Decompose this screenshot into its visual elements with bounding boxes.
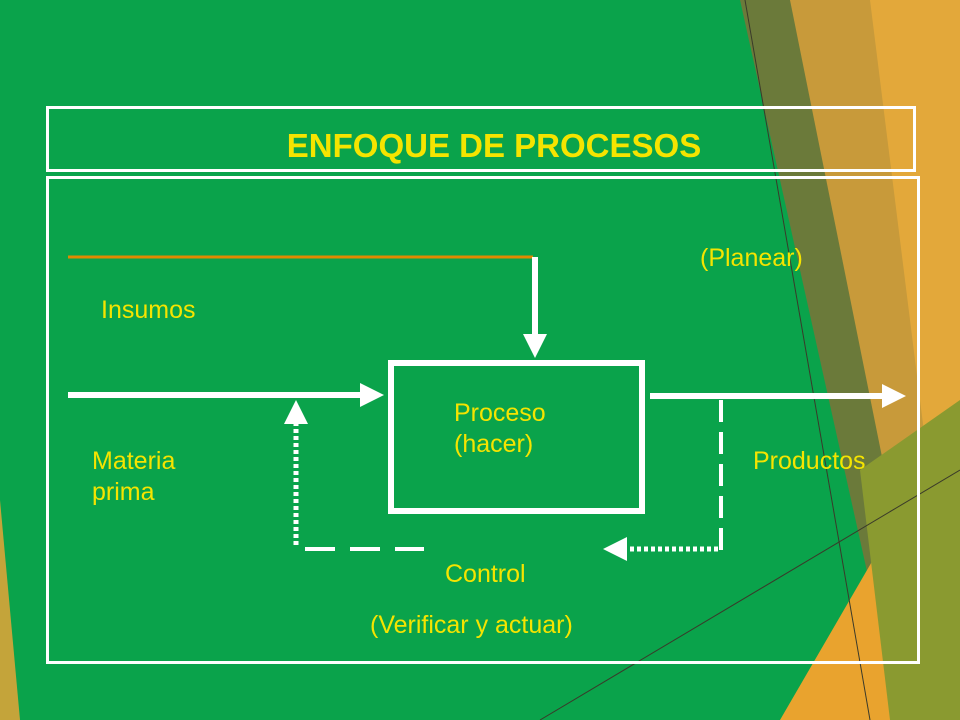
insumos-arrowhead: [523, 334, 547, 358]
productos-label: Productos: [753, 447, 866, 475]
planear-label: (Planear): [700, 244, 803, 272]
productos-arrowhead: [882, 384, 906, 408]
decor-diagonal-line: [744, 0, 871, 720]
decor-diagonal-line-2: [539, 469, 960, 720]
control-up-arrowhead: [284, 400, 308, 424]
process-box: [388, 360, 645, 514]
decor-left-wedge: [0, 500, 20, 720]
verificar-label: (Verificar y actuar): [370, 611, 573, 639]
control-return-arrowhead: [603, 537, 627, 561]
insumos-label: Insumos: [101, 296, 196, 324]
slide-title: ENFOQUE DE PROCESOS: [286, 127, 702, 164]
control-label: Control: [445, 560, 526, 588]
materia-prima-arrowhead: [360, 383, 384, 407]
decor-lime-wedge: [860, 400, 960, 720]
title-frame: [46, 106, 916, 172]
materia-prima-label: Materia prima: [92, 447, 176, 506]
body-frame: [46, 176, 920, 664]
proceso-label: Proceso (hacer): [454, 399, 546, 458]
